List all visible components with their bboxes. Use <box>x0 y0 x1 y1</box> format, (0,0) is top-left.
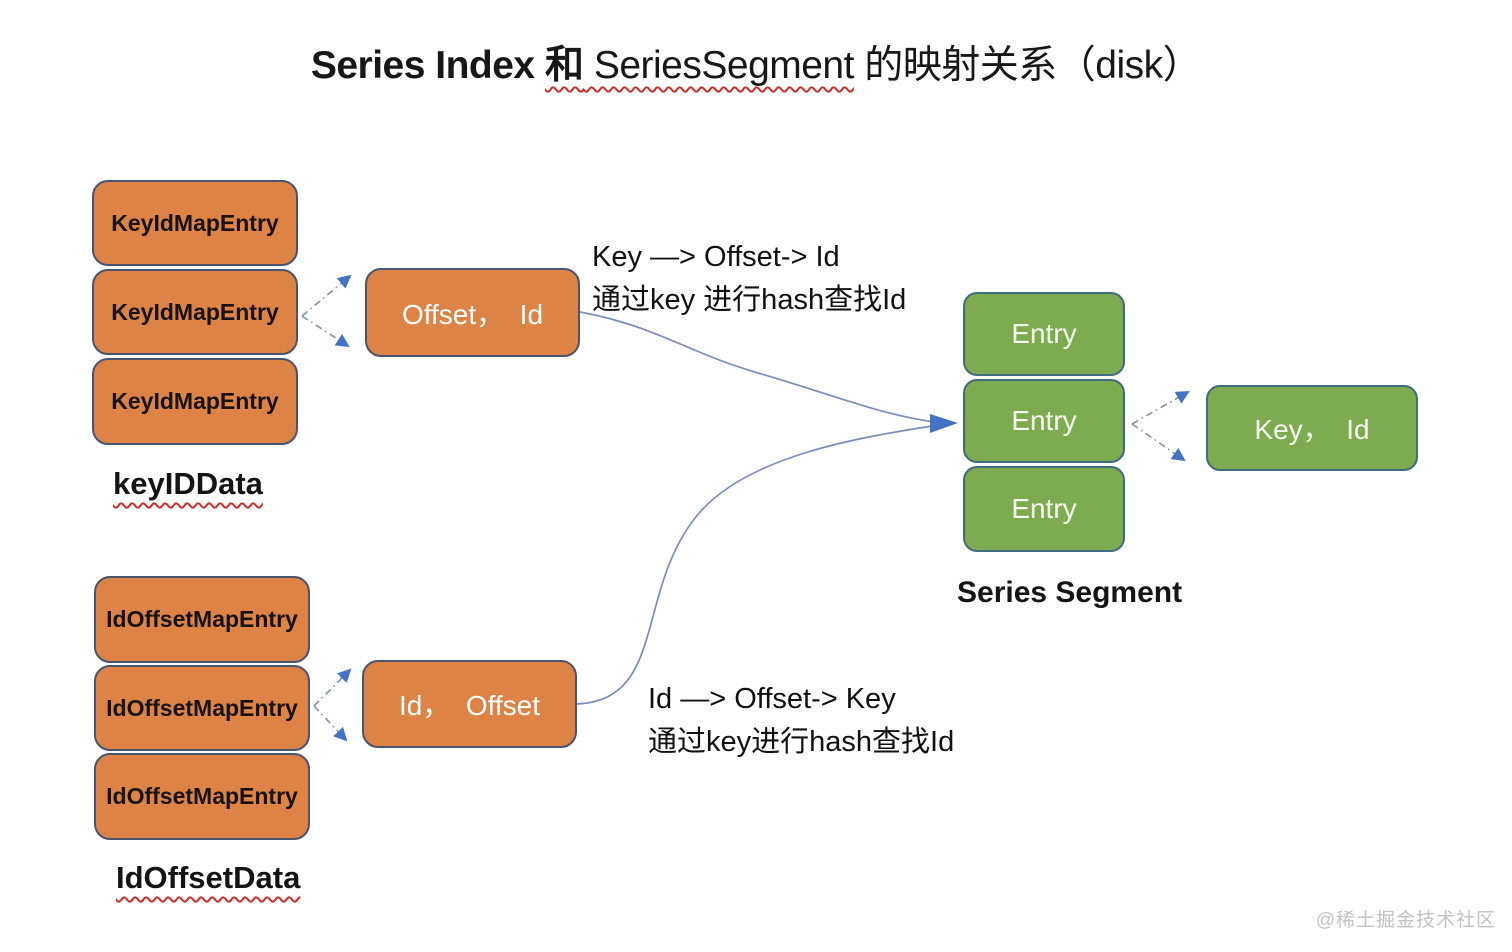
dashed-arrows-entry-to-keyid <box>1131 390 1190 462</box>
page-title: Series Index 和 SeriesSegment 的映射关系（disk） <box>0 34 1512 90</box>
merged-arrowhead <box>930 414 958 433</box>
annotation-key-to-id: Key —> Offset-> Id 通过key 进行hash查找Id <box>592 236 906 322</box>
segment-entry-2: Entry <box>963 379 1125 463</box>
id-offset-box: Id， Offset <box>362 660 577 748</box>
series-segment-label: Series Segment <box>957 576 1183 609</box>
annotation-id-to-key-line2: 通过key进行hash查找Id <box>648 726 955 758</box>
keyid-map-entry-2: KeyIdMapEntry <box>92 269 298 355</box>
idoffset-data-label: IdOffsetData <box>116 860 301 895</box>
title-bold-part: Series Index <box>310 44 545 87</box>
annotation-key-to-id-line1: Key —> Offset-> Id <box>592 241 840 273</box>
idoffset-map-entry-1: IdOffsetMapEntry <box>94 576 310 663</box>
keyid-data-label: keyIDData <box>113 466 263 501</box>
title-he: 和 <box>544 44 584 87</box>
title-rest: 的映射关系（disk） <box>853 44 1202 87</box>
curved-connectors <box>576 311 935 705</box>
curve-idoffset-to-entry <box>576 425 933 705</box>
dashed-arrows-idoffset-to-id <box>313 668 352 742</box>
watermark: @稀土掘金技术社区 <box>1315 910 1496 931</box>
key-id-box: Key， Id <box>1206 385 1418 471</box>
annotation-id-to-key: Id —> Offset-> Key 通过key进行hash查找Id <box>648 678 954 764</box>
keyid-map-entry-1: KeyIdMapEntry <box>92 180 298 266</box>
segment-entry-3: Entry <box>963 466 1125 552</box>
idoffset-map-entry-2: IdOffsetMapEntry <box>94 665 310 751</box>
annotation-id-to-key-line1: Id —> Offset-> Key <box>648 683 896 715</box>
keyid-map-entry-3: KeyIdMapEntry <box>92 358 298 445</box>
offset-id-box: Offset， Id <box>365 268 580 357</box>
segment-entry-1: Entry <box>963 292 1125 376</box>
annotation-key-to-id-line2: 通过key 进行hash查找Id <box>592 284 907 316</box>
title-segment: SeriesSegment <box>583 44 855 87</box>
dashed-arrows-keyid-to-offset <box>301 274 352 348</box>
curve-offsetid-to-entry <box>579 311 935 423</box>
idoffset-map-entry-3: IdOffsetMapEntry <box>94 753 310 840</box>
